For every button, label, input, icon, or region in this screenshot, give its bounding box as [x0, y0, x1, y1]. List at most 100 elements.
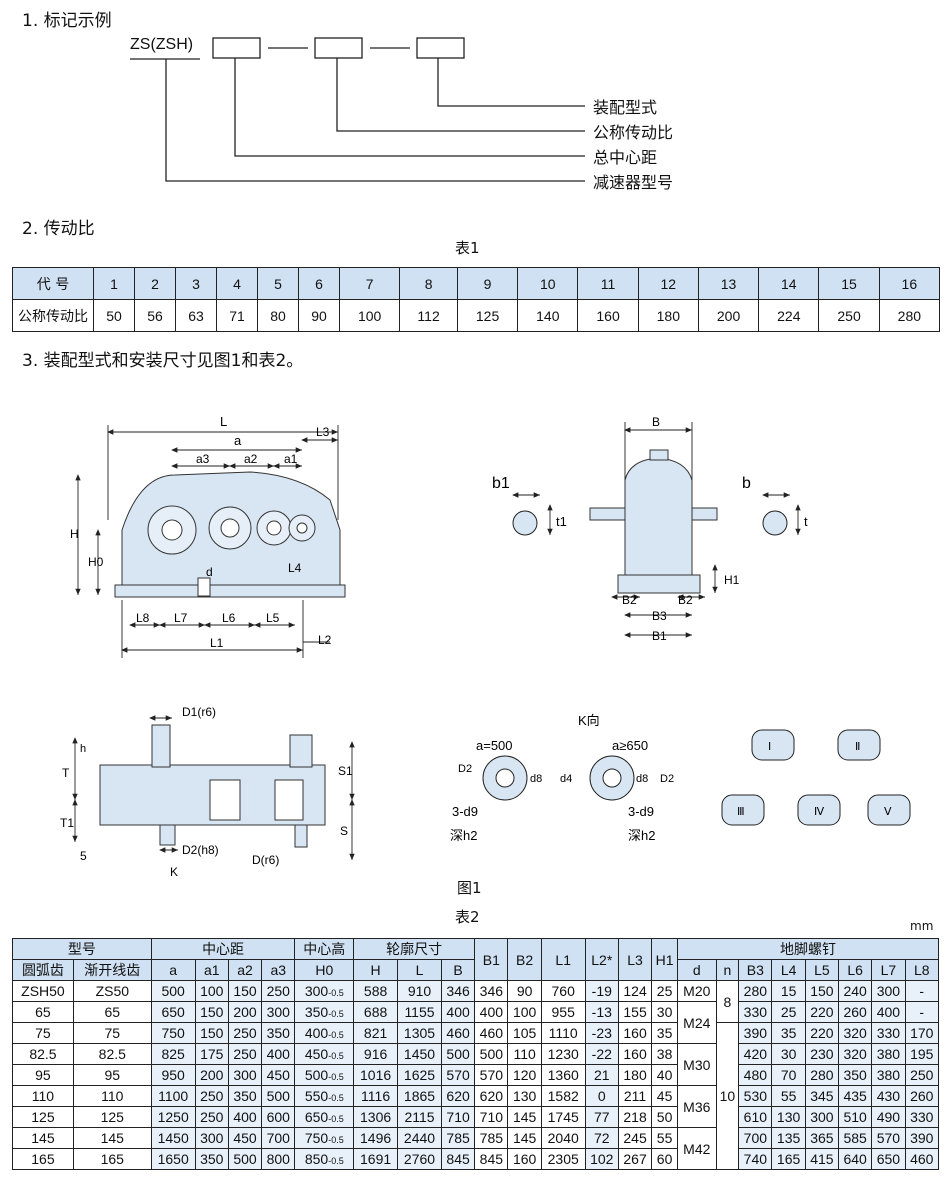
cell-L1: 760: [540, 980, 586, 1002]
ratio-value-13: 200: [697, 299, 760, 332]
cell-B2: 145: [507, 1106, 542, 1128]
cell-a2: 250: [227, 1022, 263, 1044]
cell-a: 500: [150, 980, 196, 1002]
dim-t1: t1: [556, 514, 567, 529]
cell-L4: 70: [771, 1064, 806, 1086]
side-view: [589, 449, 718, 594]
top-view: [99, 724, 326, 848]
designation-code: ZS(ZSH): [130, 36, 194, 53]
cell-H0: 850-0.5: [294, 1148, 355, 1170]
k-view-a500: a=500: [476, 738, 513, 753]
cell-L4: 165: [771, 1148, 806, 1170]
H0-tolerance: -0.5: [328, 1072, 344, 1082]
cell-a3: 400: [261, 1043, 296, 1065]
cell-a: 750: [150, 1022, 196, 1044]
cell-L3: 124: [617, 980, 653, 1002]
dim-b1: b1: [492, 475, 510, 492]
cell-a3: 250: [261, 980, 296, 1002]
header-B2: B2: [507, 938, 542, 981]
cell-L: 1450: [397, 1043, 442, 1065]
cell-L2: 102: [584, 1148, 619, 1170]
cell-L7: 330: [871, 1022, 906, 1044]
ratio-value-8: 112: [399, 299, 458, 332]
cell-L8: 260: [904, 1085, 940, 1107]
header-B1: B1: [474, 938, 509, 981]
header-H1: H1: [651, 938, 678, 981]
assembly-type-3-icon: [721, 794, 765, 826]
cell-a3: 700: [261, 1127, 296, 1149]
cell-a: 1450: [150, 1127, 196, 1149]
section1-title: 1. 标记示例: [22, 11, 112, 31]
ratio-code-2: 2: [134, 267, 176, 300]
cell-B1: 500: [474, 1043, 509, 1065]
dim-d: d: [206, 565, 213, 579]
cell-B3: 390: [738, 1022, 773, 1044]
header-L1: L1: [540, 938, 586, 981]
cell-L4: 55: [771, 1085, 806, 1107]
header-d: d: [677, 959, 717, 981]
cell-H1: 45: [651, 1085, 678, 1107]
cell-L3: 160: [617, 1022, 653, 1044]
cell-H: 1116: [353, 1085, 399, 1107]
header-a: a: [150, 959, 196, 981]
cell-B2: 100: [507, 1001, 542, 1023]
H0-tolerance: -0.5: [328, 988, 344, 998]
cell-a1: 150: [194, 1022, 229, 1044]
cell-B: 460: [440, 1022, 476, 1044]
cell-L8: 195: [904, 1043, 940, 1065]
k-view-D2-right: D2: [660, 773, 674, 785]
cell-H: 1691: [353, 1148, 399, 1170]
cell-H0: 300-0.5: [294, 980, 355, 1002]
cell-L7: 380: [871, 1043, 906, 1065]
dim-L5: L5: [266, 611, 280, 625]
dim-H1: H1: [724, 573, 740, 587]
cell-B2: 110: [507, 1043, 542, 1065]
cell-H: 1496: [353, 1127, 399, 1149]
cell-B3: 330: [738, 1001, 773, 1023]
cell-L6: 435: [837, 1085, 873, 1107]
ratio-value-4: 71: [216, 299, 258, 332]
ratio-code-13: 13: [697, 267, 760, 300]
header-foot-bolts: 地脚螺钉: [677, 938, 939, 960]
ratio-code-11: 11: [577, 267, 639, 300]
cell-L6: 260: [837, 1001, 873, 1023]
ratio-code-8: 8: [399, 267, 458, 300]
cell-a1: 200: [194, 1064, 229, 1086]
header-L2: L2*: [584, 938, 619, 981]
cell-arc: 110: [12, 1085, 74, 1107]
cell-L6: 640: [837, 1148, 873, 1170]
dim-H0: H0: [88, 555, 104, 569]
cell-d: M24: [677, 1001, 717, 1044]
cell-H1: 38: [651, 1043, 678, 1065]
cell-L7: 380: [871, 1064, 906, 1086]
H0-tolerance: -0.5: [328, 1135, 344, 1145]
cell-arc: ZSH50: [12, 980, 74, 1002]
cell-L1: 1745: [540, 1106, 586, 1128]
cell-B: 346: [440, 980, 476, 1002]
cell-a: 825: [150, 1043, 196, 1065]
cell-L1: 955: [540, 1001, 586, 1023]
cell-L2: -19: [584, 980, 619, 1002]
cell-B1: 785: [474, 1127, 509, 1149]
dim-S1: S1: [338, 764, 353, 778]
figure1-drawings: L a L3 a3 a2 a1 H H0 d L4 L8 L7 L6 L5 L1…: [60, 414, 911, 879]
cell-B2: 90: [507, 980, 542, 1002]
cell-L: 1305: [397, 1022, 442, 1044]
cell-a: 950: [150, 1064, 196, 1086]
cell-L1: 1582: [540, 1085, 586, 1107]
assembly-type-3-label: Ⅲ: [737, 806, 745, 818]
cell-H1: 50: [651, 1106, 678, 1128]
ratio-value-5: 80: [257, 299, 299, 332]
table2-unit: mm: [910, 919, 934, 933]
header-outline: 轮廓尺寸: [353, 938, 476, 960]
dim-S: S: [340, 824, 348, 838]
dim-B: B: [652, 415, 660, 429]
ratio-code-5: 5: [257, 267, 299, 300]
cell-inv: 75: [72, 1022, 152, 1044]
cell-L7: 400: [871, 1001, 906, 1023]
cell-d: M36: [677, 1085, 717, 1128]
cell-B2: 145: [507, 1127, 542, 1149]
